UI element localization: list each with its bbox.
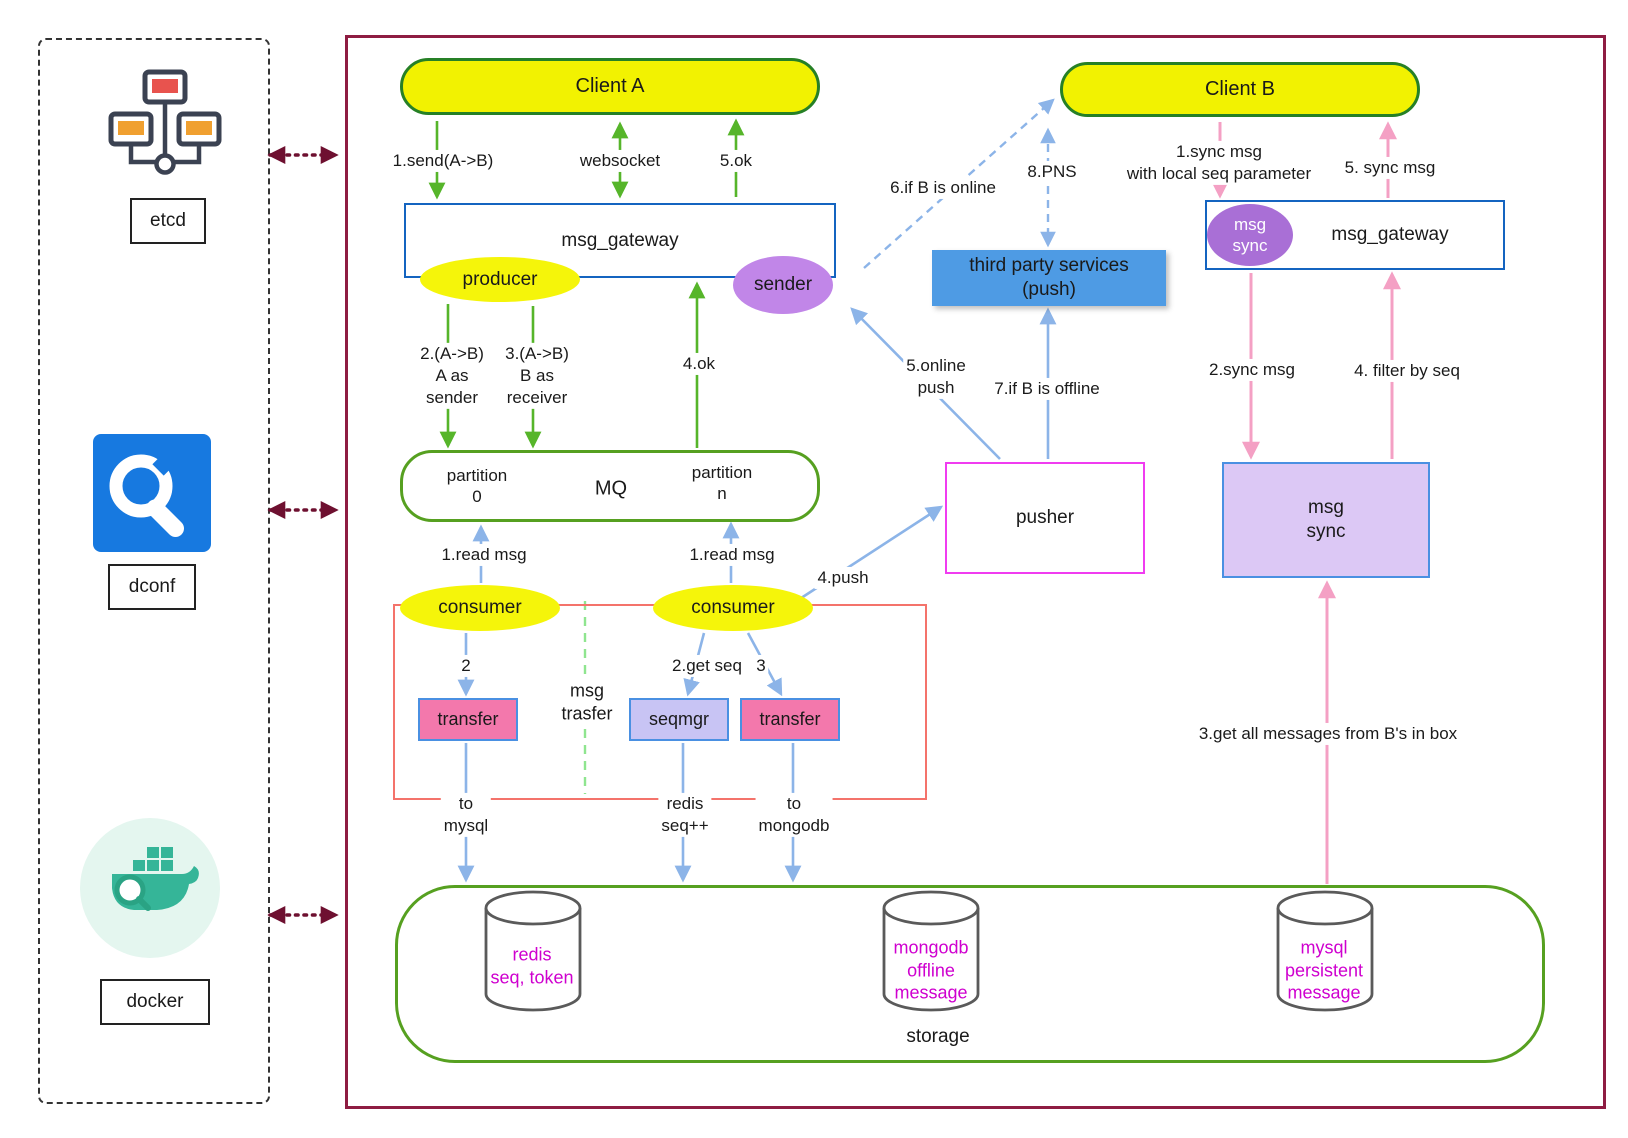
docker-label: docker: [100, 979, 210, 1025]
edge-label-getseq: 2.get seq: [669, 654, 745, 678]
edge-label-sync1: 1.sync msg with local seq parameter: [1123, 140, 1315, 186]
docker-label-text: docker: [126, 991, 184, 1012]
edge-label-to-mysql: to mysql: [440, 792, 492, 838]
redis-cylinder: [478, 888, 588, 1019]
transfer-right-node: transfer: [740, 698, 840, 741]
system-frame: [345, 35, 1606, 1109]
edge-label-online-push: 5.online push: [903, 354, 969, 400]
edge-label-3: 3: [753, 654, 769, 678]
sender-node: sender: [733, 256, 833, 314]
seqmgr-node: seqmgr: [629, 698, 729, 741]
edge-label-redis-seq: redis seq++: [658, 792, 712, 838]
edge-label-2: 2: [458, 654, 474, 678]
edge-label-if-online: 6.if B is online: [887, 176, 999, 200]
etcd-label: etcd: [130, 198, 206, 244]
msg-trasfer-note: msg trasfer: [558, 679, 616, 727]
edge-label-sync5: 5. sync msg: [1341, 156, 1439, 180]
mysql-label: mysql persistent message: [1284, 937, 1364, 1003]
client-a-node: Client A: [400, 58, 820, 115]
producer-node: producer: [420, 257, 580, 302]
dconf-label-text: dconf: [128, 576, 176, 597]
client-b-node: Client B: [1060, 62, 1420, 117]
mq-node: [400, 450, 820, 522]
mongodb-label: mongodb offline message: [893, 937, 969, 1003]
consumer-left-node: consumer: [400, 585, 560, 631]
third-party-services-node: third party services (push): [932, 250, 1166, 306]
edge-label-send: 1.send(A->B): [389, 149, 497, 173]
mongodb-cylinder: [876, 888, 986, 1019]
edge-label-to-mongodb: to mongodb: [755, 792, 833, 838]
dconf-label: dconf: [108, 564, 196, 610]
edge-label-read-right: 1.read msg: [686, 543, 778, 567]
msg-sync-node: msg sync: [1222, 462, 1430, 578]
edge-label-5ok: 5.ok: [716, 149, 756, 173]
etcd-label-text: etcd: [150, 210, 186, 231]
edge-label-4ok: 4.ok: [679, 352, 719, 376]
docker-icon: [78, 816, 222, 960]
edge-label-b-as-receiver: 3.(A->B) B as receiver: [502, 342, 572, 410]
etcd-icon: [105, 66, 225, 188]
partition-n-label: partition n: [691, 462, 753, 503]
edge-label-a-as-sender: 2.(A->B) A as sender: [417, 342, 487, 410]
dconf-icon: [85, 432, 225, 560]
edge-label-if-offline: 7.if B is offline: [991, 377, 1103, 401]
redis-label: redis seq, token: [490, 944, 574, 988]
partition-0-label: partition 0: [446, 465, 508, 506]
edge-label-4push: 4.push: [814, 566, 872, 590]
transfer-left-node: transfer: [418, 698, 518, 741]
edge-label-sync2: 2.sync msg: [1206, 358, 1298, 382]
storage-label: storage: [906, 1026, 970, 1048]
edge-label-get-all: 3.get all messages from B's in box: [1195, 722, 1461, 746]
mysql-cylinder: [1270, 888, 1380, 1019]
edge-label-pns: 8.PNS: [1024, 160, 1080, 184]
consumer-right-node: consumer: [653, 585, 813, 631]
infra-panel-frame: [38, 38, 270, 1104]
edge-label-read-left: 1.read msg: [438, 543, 530, 567]
pusher-node: pusher: [945, 462, 1145, 574]
edge-label-filter: 4. filter by seq: [1351, 359, 1463, 383]
edge-label-websocket: websocket: [576, 149, 664, 173]
msg-sync-badge: msg sync: [1207, 204, 1293, 266]
mq-label: MQ: [594, 477, 628, 500]
